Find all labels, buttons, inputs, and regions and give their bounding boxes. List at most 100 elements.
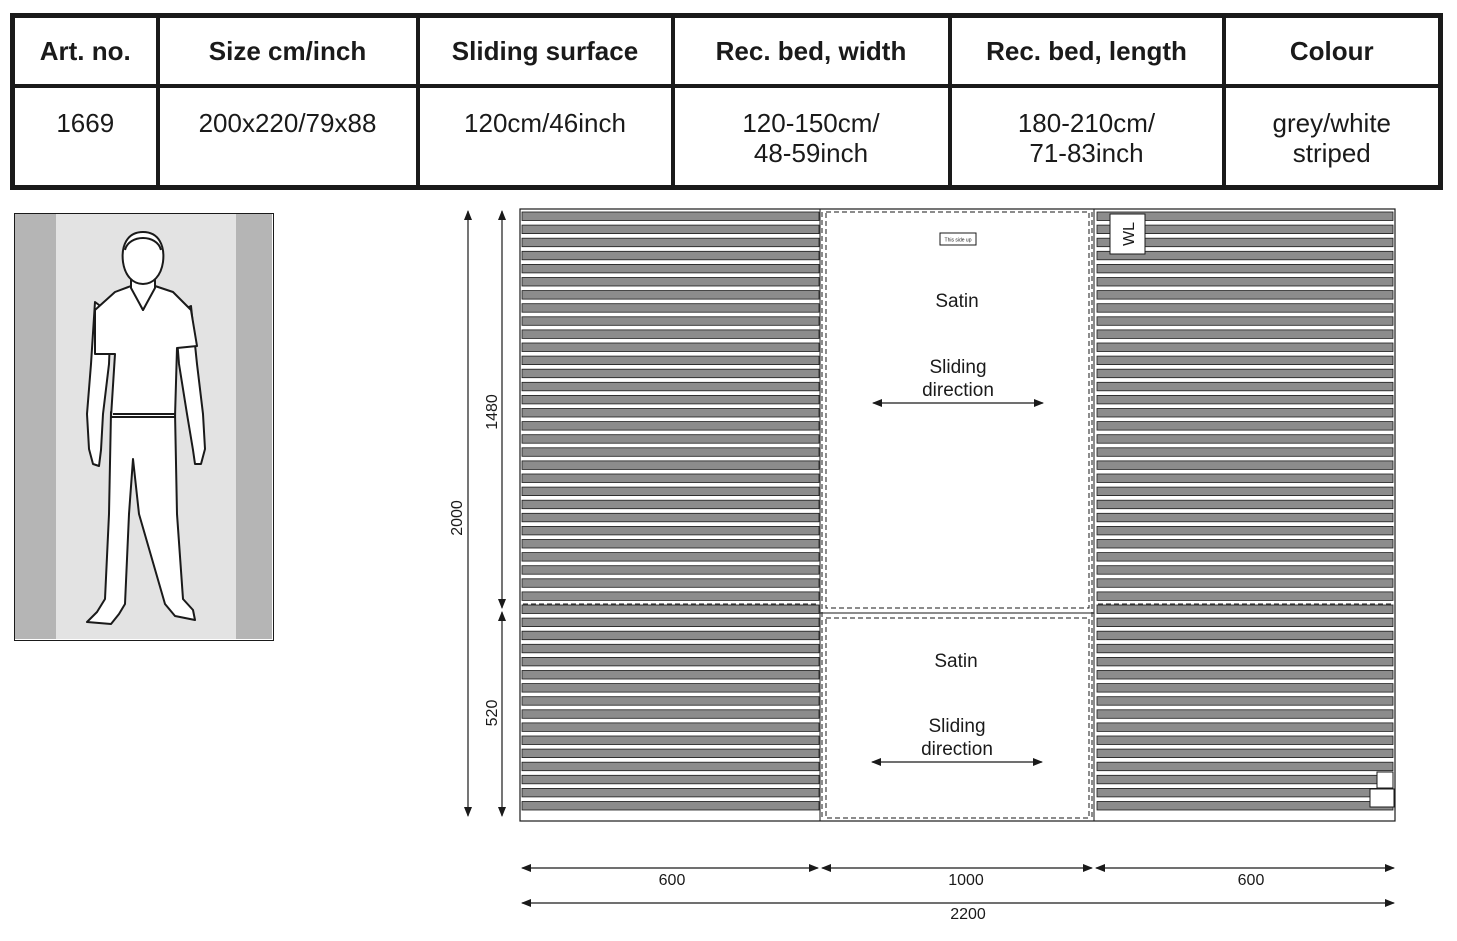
dim-lower-height-label: 520: [484, 700, 501, 727]
fabric-stripe: [1096, 211, 1394, 221]
fabric-stripe: [1096, 552, 1394, 562]
fabric-stripe: [521, 381, 820, 392]
fabric-stripe: [1096, 670, 1394, 680]
fabric-stripe: [521, 316, 820, 326]
sheet-outline: [519, 208, 1396, 822]
fabric-stripe: [1096, 368, 1394, 379]
fabric-stripe: [1096, 801, 1394, 811]
header-bed-width: Rec. bed, width: [670, 13, 952, 88]
header-art-no: Art. no.: [10, 13, 160, 88]
dim-upper-height-label: 1480: [484, 394, 501, 430]
cell-bed-length: 180-210cm/ 71-83inch: [947, 84, 1226, 190]
fabric-stripe: [1096, 394, 1394, 405]
fabric-stripe: [521, 473, 820, 483]
fabric-stripe: [1096, 774, 1394, 785]
fabric-stripe: [521, 657, 820, 667]
fabric-stripe: [521, 578, 820, 588]
fabric-stripe: [521, 329, 820, 339]
fabric-stripe: [521, 342, 820, 352]
fabric-stripe: [1096, 447, 1394, 457]
fabric-stripe: [1096, 657, 1394, 667]
fabric-stripe: [1096, 722, 1394, 732]
dim-middle-width-label: 1000: [948, 872, 984, 889]
fabric-stripe: [521, 460, 820, 470]
person-illustration: [14, 213, 274, 641]
fabric-stripe: [1096, 342, 1394, 352]
fabric-stripe: [1096, 748, 1394, 758]
fabric-stripe: [521, 277, 820, 287]
fabric-stripe: [521, 421, 820, 431]
fabric-stripe: [521, 565, 820, 575]
fabric-stripe: [1096, 788, 1394, 798]
fabric-stripe: [1096, 224, 1394, 235]
fabric-stripe: [521, 499, 820, 510]
fabric-stripe: [521, 250, 820, 261]
cell-art-no: 1669: [10, 84, 160, 190]
fabric-stripe: [1096, 277, 1394, 287]
fabric-stripe: [521, 683, 820, 693]
fabric-stripe: [1096, 512, 1394, 523]
header-colour: Colour: [1221, 13, 1443, 88]
fabric-stripe: [1096, 290, 1394, 300]
fabric-stripe: [1096, 408, 1394, 418]
satin-bottom-outline: [825, 617, 1090, 819]
spec-table: Art. no. Size cm/inch Sliding surface Re…: [10, 13, 1443, 190]
dim-total-width-label: 2200: [950, 906, 986, 923]
fabric-stripe: [1096, 486, 1394, 497]
header-sliding-surface: Sliding surface: [415, 13, 675, 88]
wl-label: WL: [1121, 222, 1138, 246]
fabric-stripe: [521, 368, 820, 379]
fabric-stripe: [521, 303, 820, 313]
fabric-stripe: [521, 486, 820, 497]
fabric-stripe: [521, 591, 820, 601]
fabric-stripe: [1096, 473, 1394, 483]
fabric-stripe: [521, 355, 820, 366]
fabric-stripe: [1096, 250, 1394, 261]
fabric-stripe: [521, 539, 820, 549]
wl-label-box: [1109, 213, 1146, 255]
fabric-stripe: [1096, 263, 1394, 274]
fabric-stripe: [521, 709, 820, 719]
dim-total-height-label: 2000: [449, 500, 466, 536]
corner-square-large: [1369, 788, 1395, 808]
fabric-stripe: [1096, 499, 1394, 510]
fabric-stripe: [521, 761, 820, 772]
fabric-stripe: [521, 512, 820, 523]
fabric-stripe: [521, 290, 820, 300]
fabric-stripe: [521, 788, 820, 798]
satin-top-outline: [825, 211, 1090, 609]
fabric-stripe: [1096, 539, 1394, 549]
fabric-stripe: [1096, 434, 1394, 444]
fabric-stripe: [1096, 329, 1394, 339]
sliding-direction-top-line2: direction: [922, 380, 994, 401]
spec-table-header-row: Art. no. Size cm/inch Sliding surface Re…: [10, 13, 1443, 88]
fabric-stripe: [521, 263, 820, 274]
fabric-stripe: [1096, 316, 1394, 326]
fabric-stripe: [1096, 526, 1394, 536]
fabric-stripe: [1096, 421, 1394, 431]
corner-square-small: [1376, 771, 1394, 789]
fabric-stripe: [1096, 630, 1394, 641]
fabric-stripe: [521, 526, 820, 536]
fabric-stripe: [1096, 617, 1394, 627]
sliding-direction-bottom-line2: direction: [921, 739, 993, 760]
fabric-stripe: [521, 237, 820, 248]
fabric-stripe: [521, 774, 820, 785]
dim-left-width-label: 600: [659, 872, 686, 889]
fabric-stripe: [521, 735, 820, 745]
fabric-stripe: [521, 696, 820, 706]
this-side-up-tag: [939, 232, 977, 246]
fabric-stripe: [1096, 696, 1394, 706]
fabric-stripe: [521, 224, 820, 235]
fabric-stripe: [1096, 303, 1394, 313]
fabric-stripe: [1096, 683, 1394, 693]
standing-person-icon: [15, 214, 272, 639]
fabric-stripe: [521, 670, 820, 680]
fabric-stripe: [521, 801, 820, 811]
header-bed-length: Rec. bed, length: [947, 13, 1226, 88]
fabric-stripe: [1096, 735, 1394, 745]
fabric-stripe: [521, 722, 820, 732]
left-striped-panel: [521, 211, 820, 811]
fabric-stripe: [1096, 761, 1394, 772]
fabric-stripe: [1096, 643, 1394, 654]
